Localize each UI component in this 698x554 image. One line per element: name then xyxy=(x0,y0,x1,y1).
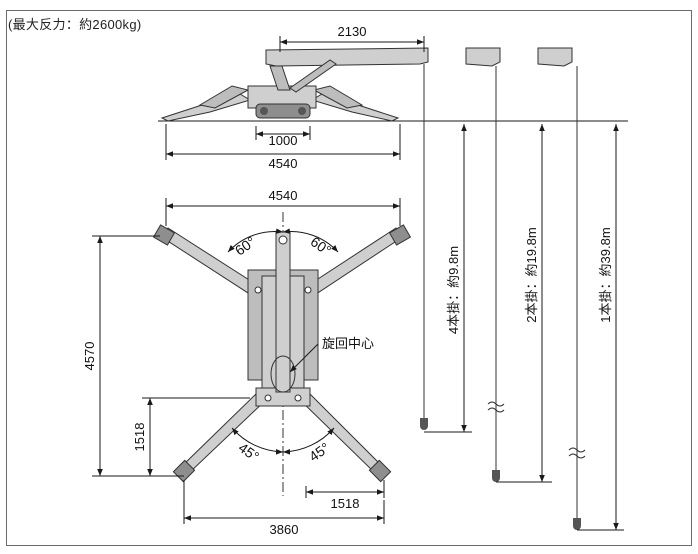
pin xyxy=(304,286,312,294)
slewing-ring xyxy=(270,355,296,393)
front-right-pad xyxy=(388,224,412,246)
rear-left-angle: 45° xyxy=(236,439,263,464)
front-left-pad xyxy=(152,224,176,246)
track-wheel xyxy=(298,107,306,115)
max-reaction-caption: (最大反力：約2600kg) xyxy=(8,17,142,32)
boom-tip-2 xyxy=(465,47,501,67)
dim-rear-outrigger-span: 3860 xyxy=(270,522,299,537)
top-boom xyxy=(275,231,291,393)
rear-right-angle-arc xyxy=(282,427,335,455)
dim-rear-offset: 1518 xyxy=(132,423,147,452)
pin xyxy=(254,286,262,294)
hook-1-label: 1本掛：約39.8m xyxy=(598,227,613,322)
front-left-angle-arc xyxy=(227,228,284,253)
top-view: 旋回中心 60° 60° 45° 45° 4540 4570 1518 1518 xyxy=(82,188,412,537)
side-boom-cylinder xyxy=(289,59,337,93)
front-left-angle: 60° xyxy=(232,233,259,258)
side-boom xyxy=(265,47,429,67)
rope-break-mark xyxy=(487,401,505,413)
rotation-center-leader xyxy=(289,343,319,373)
rear-right-outrigger xyxy=(297,391,385,475)
dim-total-length: 4570 xyxy=(82,342,97,371)
side-right-outrigger xyxy=(310,93,400,122)
rear-right-pad xyxy=(368,459,392,483)
rope-break-mark xyxy=(568,447,586,459)
dim-top-outrigger-span: 4540 xyxy=(269,188,298,203)
front-right-angle: 60° xyxy=(308,233,335,258)
side-left-outrigger xyxy=(160,93,252,122)
rear-left-angle-arc xyxy=(231,427,284,455)
pin xyxy=(294,394,302,402)
boom-tip-1 xyxy=(537,47,573,67)
front-right-angle-arc xyxy=(282,228,339,253)
rotation-center-label: 旋回中心 xyxy=(322,336,374,351)
rear-right-angle: 45° xyxy=(306,439,333,464)
hook-2-icon xyxy=(492,470,500,482)
hook-4-icon xyxy=(420,418,428,430)
hook-1-icon xyxy=(573,518,581,530)
dim-track-width: 1000 xyxy=(269,133,298,148)
dim-boom-reach: 2130 xyxy=(338,24,367,39)
pin xyxy=(264,394,272,402)
dim-side-outrigger-span: 4540 xyxy=(269,156,298,171)
track-wheel xyxy=(260,107,268,115)
dim-rear-right-offset: 1518 xyxy=(331,496,360,511)
hook-4-label: 4本掛：約9.8m xyxy=(446,246,461,334)
boom-tip-sheave xyxy=(278,235,288,245)
hook-2-label: 2本掛：約19.8m xyxy=(524,227,539,322)
side-view: 2130 1000 4540 4本掛：約9.8m 2本掛：約19.8m 1本掛：… xyxy=(158,24,628,531)
side-track xyxy=(255,103,311,119)
side-boom-post xyxy=(269,65,291,91)
